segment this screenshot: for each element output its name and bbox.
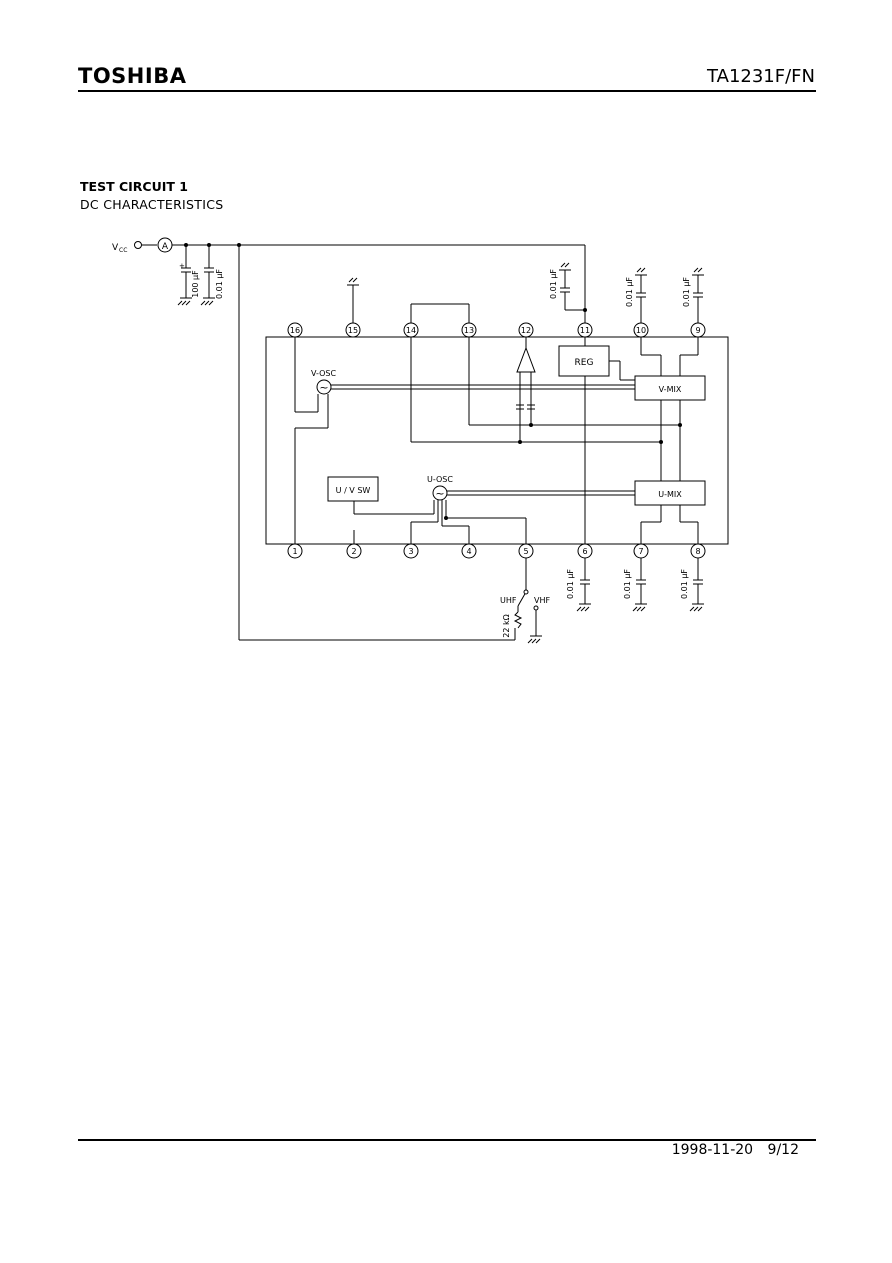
vosc-label: V-OSC <box>311 369 336 378</box>
umix-block: U-MIX <box>658 490 682 499</box>
cap-pin11-label: 0.01 μF <box>549 269 558 299</box>
section-title: TEST CIRCUIT 1 <box>80 179 188 194</box>
vcc-subscript: CC <box>119 247 127 254</box>
cap-pin6-label: 0.01 μF <box>566 569 575 599</box>
pin-10: 10 <box>636 326 646 335</box>
pin-11: 11 <box>580 326 590 335</box>
toshiba-logo: TOSHIBA <box>78 64 187 88</box>
pin-13: 13 <box>464 326 474 335</box>
uhf-label: UHF <box>500 596 517 605</box>
header-rule <box>78 90 816 92</box>
pin-4: 4 <box>466 547 471 556</box>
reg-block: REG <box>575 358 594 368</box>
pin-8: 8 <box>695 547 700 556</box>
pin-6: 6 <box>582 547 587 556</box>
cap-pin10-label: 0.01 μF <box>625 277 634 307</box>
cap-100uf-label: 100 μF <box>191 270 200 298</box>
pin-15: 15 <box>348 326 358 335</box>
test-circuit-diagram: ~ ~ V CC A + REG V-MIX U-MIX U / V SW V-… <box>112 237 729 644</box>
pin-9: 9 <box>695 326 700 335</box>
pin-12: 12 <box>521 326 531 335</box>
cap-vcc-label: 0.01 μF <box>215 269 224 299</box>
footer: 1998-11-20 9/12 <box>672 1142 799 1158</box>
pin-16: 16 <box>290 326 300 335</box>
pin-5: 5 <box>523 547 528 556</box>
vosc-symbol-icon: ~ <box>319 381 328 394</box>
pin-14: 14 <box>406 326 416 335</box>
uosc-label: U-OSC <box>427 475 453 484</box>
footer-page: 9/12 <box>767 1142 799 1158</box>
ammeter-label: A <box>162 242 169 252</box>
footer-date: 1998-11-20 <box>671 1142 754 1158</box>
pin-2: 2 <box>351 547 356 556</box>
ammeter-icon <box>157 237 173 253</box>
vcc-label: V <box>112 243 119 253</box>
vmix-block: V-MIX <box>659 385 682 394</box>
uosc-symbol-icon: ~ <box>435 487 444 500</box>
section-subtitle: DC CHARACTERISTICS <box>80 197 224 212</box>
cap-pin7-label: 0.01 μF <box>623 569 632 599</box>
junction-dots <box>184 243 682 520</box>
uvsw-block: U / V SW <box>336 486 371 495</box>
pin-1: 1 <box>292 547 297 556</box>
pin-3: 3 <box>408 547 413 556</box>
resistor-label: 22 kΩ <box>502 614 511 637</box>
part-number: TA1231F/FN <box>707 66 815 87</box>
cap-pin9-label: 0.01 μF <box>682 277 691 307</box>
svg-text:+: + <box>179 262 185 270</box>
pin-7: 7 <box>638 547 643 556</box>
ground-icon <box>177 262 704 644</box>
vhf-label: VHF <box>534 596 550 605</box>
footer-rule <box>78 1139 816 1141</box>
cap-pin8-label: 0.01 μF <box>680 569 689 599</box>
